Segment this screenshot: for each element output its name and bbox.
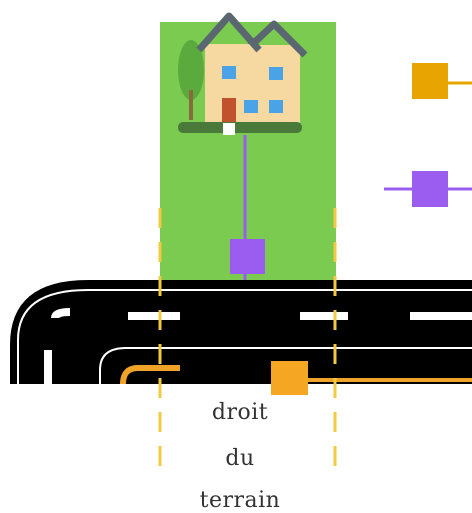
road-dash — [410, 312, 472, 320]
purple-meter-box — [230, 239, 265, 274]
house-icon — [178, 12, 308, 135]
road-dash — [300, 312, 348, 320]
orange-meter-box — [271, 361, 308, 395]
road — [10, 280, 472, 384]
purple-square-marker — [384, 171, 472, 207]
tree-icon — [178, 40, 204, 120]
orange-square-marker — [412, 63, 472, 99]
road-dash — [128, 312, 180, 320]
gas-main-line — [120, 365, 180, 385]
caption-line-1: droit — [211, 400, 269, 425]
caption-line-2: du — [225, 446, 255, 471]
caption-line-3: terrain — [199, 488, 281, 513]
